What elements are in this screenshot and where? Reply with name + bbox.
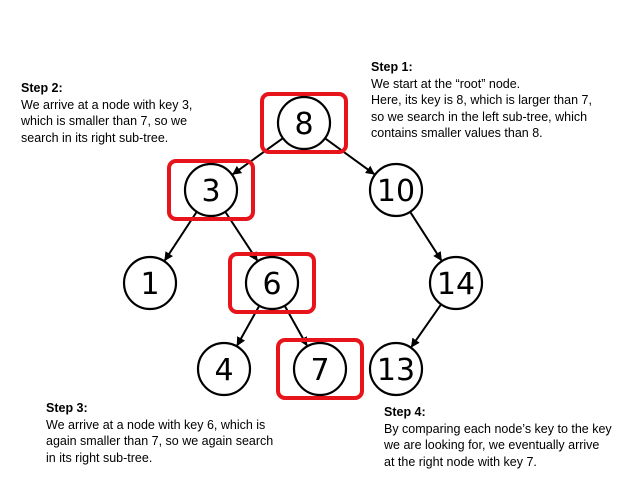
search-path-highlights xyxy=(167,92,364,400)
step-1-line-2: Here, its key is 8, which is larger than… xyxy=(371,93,592,107)
node-circle-13 xyxy=(368,341,424,397)
step-1-title: Step 1: xyxy=(371,60,413,74)
step-1-line-1: We start at the “root” node. xyxy=(371,76,521,91)
node-key-label: 6 xyxy=(262,267,281,302)
step-2-line-3: search in its right sub-tree. xyxy=(21,130,169,145)
tree-node-10: 10 xyxy=(368,162,424,218)
highlight-box-7 xyxy=(276,338,364,400)
tree-node-7: 7 xyxy=(292,341,348,397)
tree-node-14: 14 xyxy=(428,255,484,311)
edge-8-to-3 xyxy=(232,137,284,176)
tree-nodes: 8 3 10 1 6 14 4 7 13 xyxy=(122,95,484,397)
node-key-label: 1 xyxy=(140,267,159,302)
node-circle-3 xyxy=(183,162,239,218)
step-3-line-3: in its right sub-tree. xyxy=(46,450,153,465)
node-circle-7 xyxy=(292,341,348,397)
tree-node-3: 3 xyxy=(183,162,239,218)
edge-14-to-13 xyxy=(410,303,442,348)
highlight-box-8 xyxy=(260,92,348,154)
step-4-line-3: at the right node with key 7. xyxy=(384,454,537,469)
step-4-annotation: Step 4: By comparing each node’s key to … xyxy=(384,404,640,470)
node-key-label: 4 xyxy=(214,353,233,388)
highlight-box-3 xyxy=(167,159,255,221)
step-4-line-2: we are looking for, we eventually arrive xyxy=(384,438,600,452)
step-2-annotation: Step 2: We arrive at a node with key 3, … xyxy=(21,80,236,146)
step-3-title: Step 3: xyxy=(46,401,88,415)
step-2-line-1: We arrive at a node with key 3, xyxy=(21,97,193,112)
step-1-line-3: so we search in the left sub-tree, which xyxy=(371,109,588,124)
node-circle-6 xyxy=(244,255,300,311)
node-key-label: 10 xyxy=(377,174,415,209)
step-3-annotation: Step 3: We arrive at a node with key 6, … xyxy=(46,400,306,466)
node-circle-1 xyxy=(122,255,178,311)
node-key-label: 8 xyxy=(294,107,313,142)
step-2-title: Step 2: xyxy=(21,81,63,95)
edge-8-to-10 xyxy=(324,137,375,175)
edge-10-to-14 xyxy=(409,211,443,262)
node-key-label: 13 xyxy=(377,353,415,388)
tree-node-1: 1 xyxy=(122,255,178,311)
step-1-annotation: Step 1: We start at the “root” node. Her… xyxy=(371,59,641,142)
node-circle-14 xyxy=(428,255,484,311)
step-4-line-1: By comparing each node’s key to the key xyxy=(384,421,612,436)
tree-node-4: 4 xyxy=(196,341,252,397)
node-key-label: 14 xyxy=(437,267,475,302)
node-key-label: 3 xyxy=(201,174,220,209)
step-2-line-2: which is smaller than 7, so we xyxy=(21,114,188,128)
node-key-label: 7 xyxy=(310,353,329,388)
step-3-line-2: again smaller than 7, so we again search xyxy=(46,434,274,448)
node-circle-4 xyxy=(196,341,252,397)
tree-node-13: 13 xyxy=(368,341,424,397)
node-circle-8 xyxy=(276,95,332,151)
node-circle-10 xyxy=(368,162,424,218)
step-3-line-1: We arrive at a node with key 6, which is xyxy=(46,417,266,432)
highlight-box-6 xyxy=(228,252,316,314)
step-1-line-4: contains smaller values than 8. xyxy=(371,126,543,140)
step-4-title: Step 4: xyxy=(384,405,426,419)
tree-node-8: 8 xyxy=(276,95,332,151)
tree-node-6: 6 xyxy=(244,255,300,311)
